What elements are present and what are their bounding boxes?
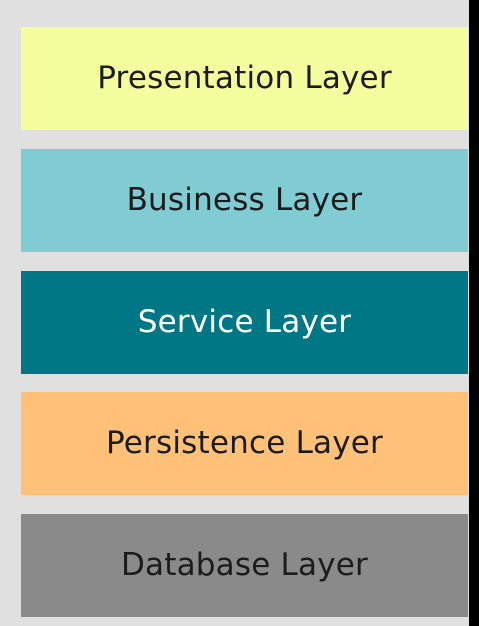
layer-service-label: Service Layer (137, 304, 352, 340)
layer-persistence-label: Persistence Layer (106, 425, 383, 461)
layer-database-label: Database Layer (120, 547, 368, 583)
layer-presentation-label: Presentation Layer (97, 60, 392, 96)
layer-business-label: Business Layer (126, 182, 363, 218)
layer-presentation: Presentation Layer (21, 27, 468, 130)
layer-persistence: Persistence Layer (21, 392, 468, 495)
layer-service: Service Layer (21, 271, 468, 374)
layered-architecture-diagram: Presentation Layer Business Layer Servic… (0, 0, 469, 626)
layer-database: Database Layer (21, 514, 468, 617)
layer-business: Business Layer (21, 149, 468, 252)
